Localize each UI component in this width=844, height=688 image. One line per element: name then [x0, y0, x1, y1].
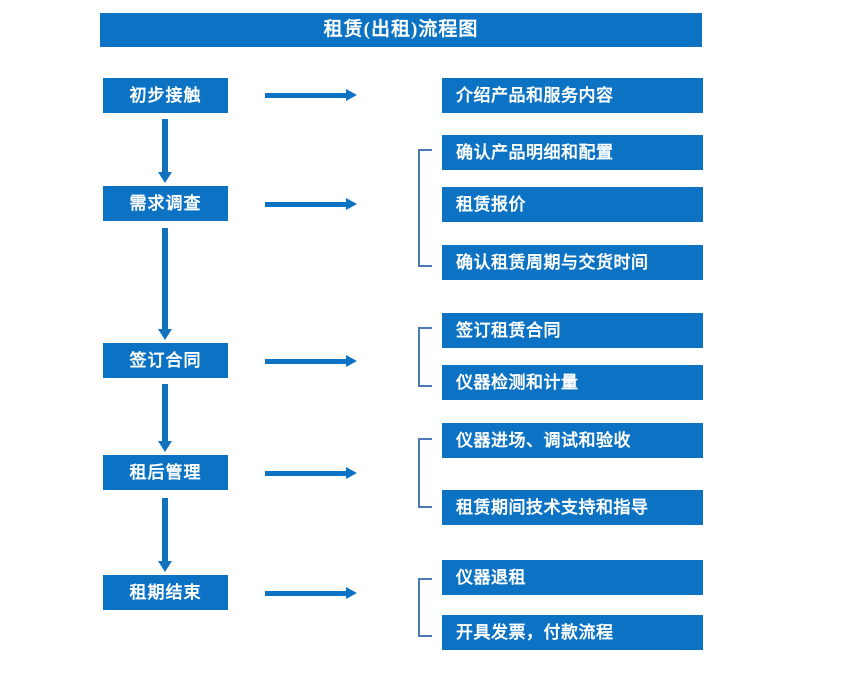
group-bracket-lease-end — [418, 578, 432, 637]
down-arrow-2-3 — [158, 228, 172, 340]
page-title: 租赁(出租)流程图 — [100, 13, 702, 47]
stage-box-1[interactable]: 初步接触 — [103, 78, 228, 113]
stage-box-5[interactable]: 租期结束 — [103, 575, 228, 610]
right-arrow-stage-1 — [265, 89, 357, 101]
detail-box-1[interactable]: 介绍产品和服务内容 — [442, 78, 703, 113]
right-arrow-stage-5 — [265, 587, 357, 599]
detail-box-9[interactable]: 仪器退租 — [442, 560, 703, 595]
right-arrow-stage-3 — [265, 355, 357, 367]
detail-box-2[interactable]: 确认产品明细和配置 — [442, 135, 703, 170]
down-arrow-3-4 — [158, 384, 172, 452]
right-arrow-stage-4 — [265, 467, 357, 479]
detail-box-10[interactable]: 开具发票，付款流程 — [442, 615, 703, 650]
detail-box-4[interactable]: 确认租赁周期与交货时间 — [442, 245, 703, 280]
detail-box-5[interactable]: 签订租赁合同 — [442, 313, 703, 348]
detail-box-7[interactable]: 仪器进场、调试和验收 — [442, 423, 703, 458]
detail-box-3[interactable]: 租赁报价 — [442, 187, 703, 222]
down-arrow-4-5 — [158, 498, 172, 572]
group-bracket-requirements — [418, 149, 432, 267]
group-bracket-contract — [418, 327, 432, 387]
detail-box-8[interactable]: 租赁期间技术支持和指导 — [442, 490, 703, 525]
detail-box-6[interactable]: 仪器检测和计量 — [442, 365, 703, 400]
stage-box-2[interactable]: 需求调查 — [103, 186, 228, 221]
group-bracket-post-rental — [418, 438, 432, 508]
stage-box-4[interactable]: 租后管理 — [103, 455, 228, 490]
down-arrow-1-2 — [158, 119, 172, 183]
stage-box-3[interactable]: 签订合同 — [103, 343, 228, 378]
right-arrow-stage-2 — [265, 198, 357, 210]
